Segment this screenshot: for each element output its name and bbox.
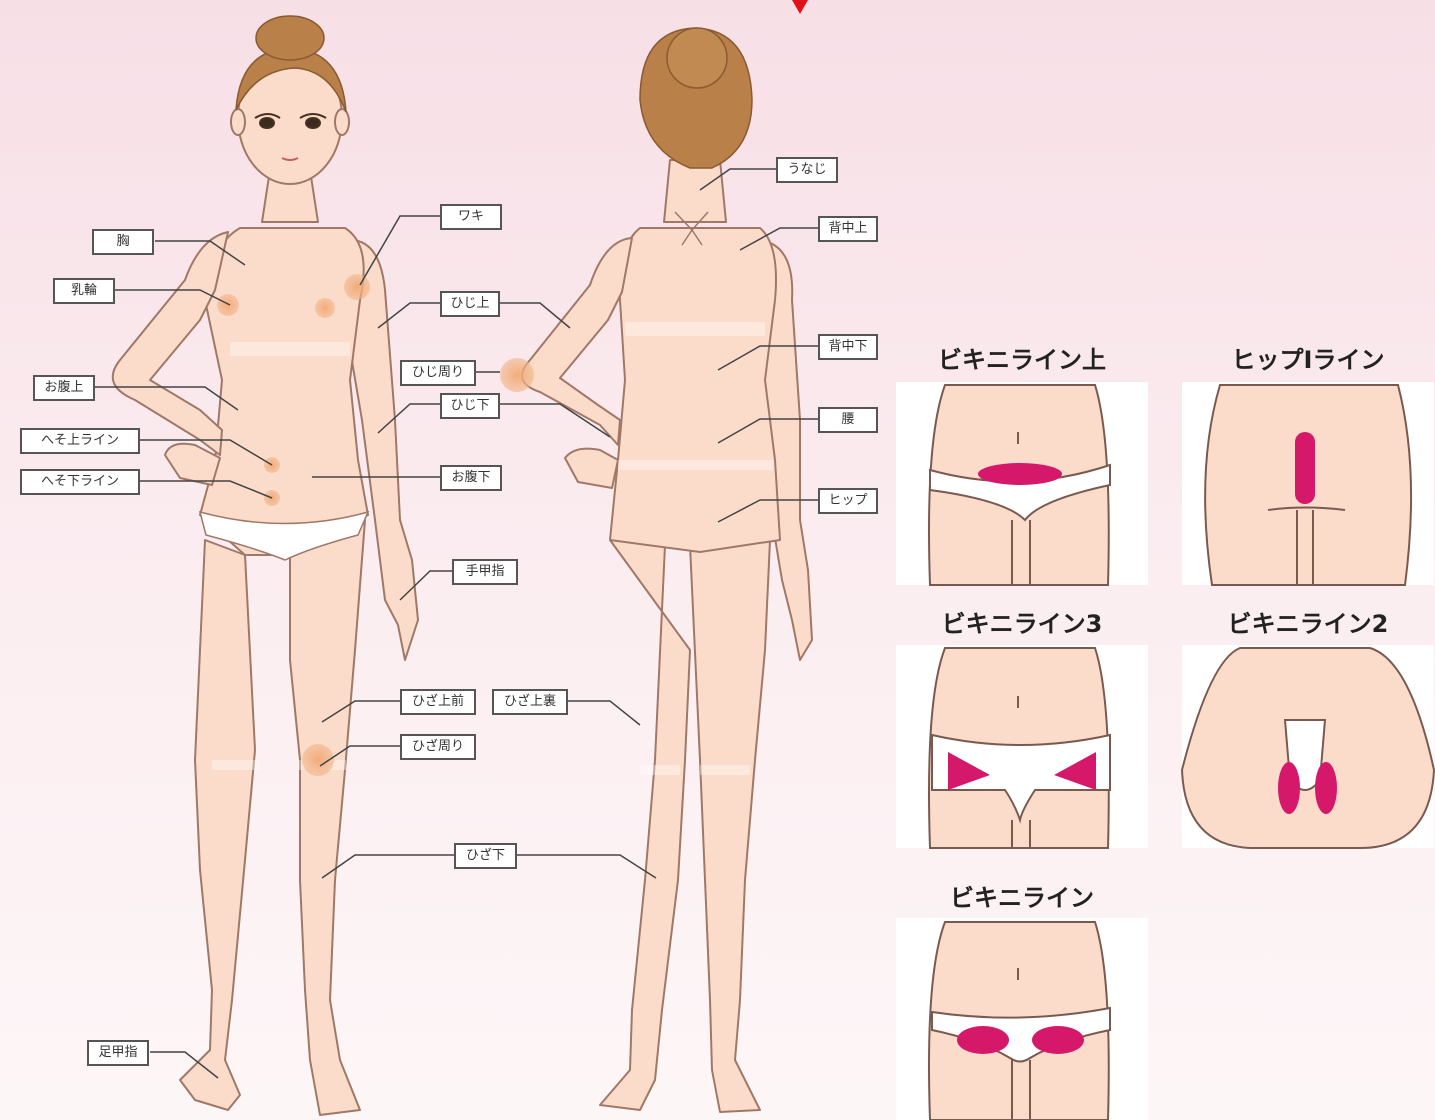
- label-hand-finger: 手甲指: [452, 559, 518, 585]
- front-right-leg: [290, 520, 365, 1115]
- panel-title-bikini-2: ビキニライン2: [1182, 604, 1434, 639]
- front-figure: [113, 52, 418, 1115]
- label-nape: うなじ: [776, 157, 838, 183]
- back-left-hand: [565, 449, 618, 488]
- bikini-2-zone-right: [1315, 762, 1337, 814]
- panel-title-bikini: ビキニライン: [896, 878, 1148, 913]
- label-hip: ヒップ: [818, 488, 878, 514]
- label-upper-abdomen: お腹上: [33, 375, 95, 401]
- bikini-upper-zone: [978, 463, 1062, 485]
- label-armpit: ワキ: [440, 204, 502, 230]
- label-knee-area: ひざ周り: [400, 734, 476, 760]
- label-chest: 胸: [92, 229, 154, 255]
- label-elbow-area: ひじ周り: [400, 360, 476, 386]
- bikini-zone-left: [957, 1026, 1009, 1054]
- label-lower-abdomen: お腹下: [440, 465, 502, 491]
- front-left-leg: [180, 540, 255, 1110]
- bikini-zone-right: [1032, 1026, 1084, 1054]
- label-below-knee: ひざ下: [454, 843, 517, 869]
- label-upper-knee-back: ひざ上裏: [492, 689, 568, 715]
- back-elbow-spot: [500, 358, 534, 392]
- back-neck: [664, 160, 726, 222]
- front-hair-bun: [256, 16, 324, 60]
- back-left-arm: [522, 238, 632, 445]
- label-upper-arm: ひじ上: [440, 291, 500, 317]
- label-upper-knee-front: ひざ上前: [400, 689, 476, 715]
- label-foot-toe: 足甲指: [87, 1040, 149, 1066]
- panel-bikini-2: [1182, 645, 1434, 848]
- label-forearm: ひじ下: [440, 393, 500, 419]
- back-left-leg: [600, 540, 690, 1110]
- front-torso: [200, 228, 368, 555]
- label-lower-back: 背中下: [818, 334, 878, 360]
- panel-bikini-3: [896, 645, 1148, 848]
- panel-title-bikini-upper: ビキニライン上: [896, 340, 1148, 375]
- back-right-leg: [690, 540, 770, 1112]
- panel-title-hip-i-line: ヒップIライン: [1182, 340, 1434, 375]
- back-figure: [522, 160, 812, 1112]
- back-hair-bun: [667, 28, 727, 88]
- panel-title-bikini-3: ビキニライン3: [896, 604, 1148, 639]
- label-nipple: 乳輪: [53, 278, 115, 304]
- label-upper-back: 背中上: [818, 216, 878, 242]
- panel-bikini-upper: [896, 382, 1148, 585]
- label-waist: 腰: [818, 407, 878, 433]
- panel-hip-i-line: [1182, 382, 1434, 585]
- bikini-2-zone-left: [1278, 762, 1300, 814]
- front-left-arm: [113, 232, 228, 455]
- label-navel-lower-line: へそ下ライン: [20, 469, 140, 495]
- hip-i-line-zone: [1295, 432, 1315, 504]
- title-fragment: [792, 0, 808, 14]
- panel-bikini: [896, 918, 1148, 1120]
- label-navel-upper-line: へそ上ライン: [20, 428, 140, 454]
